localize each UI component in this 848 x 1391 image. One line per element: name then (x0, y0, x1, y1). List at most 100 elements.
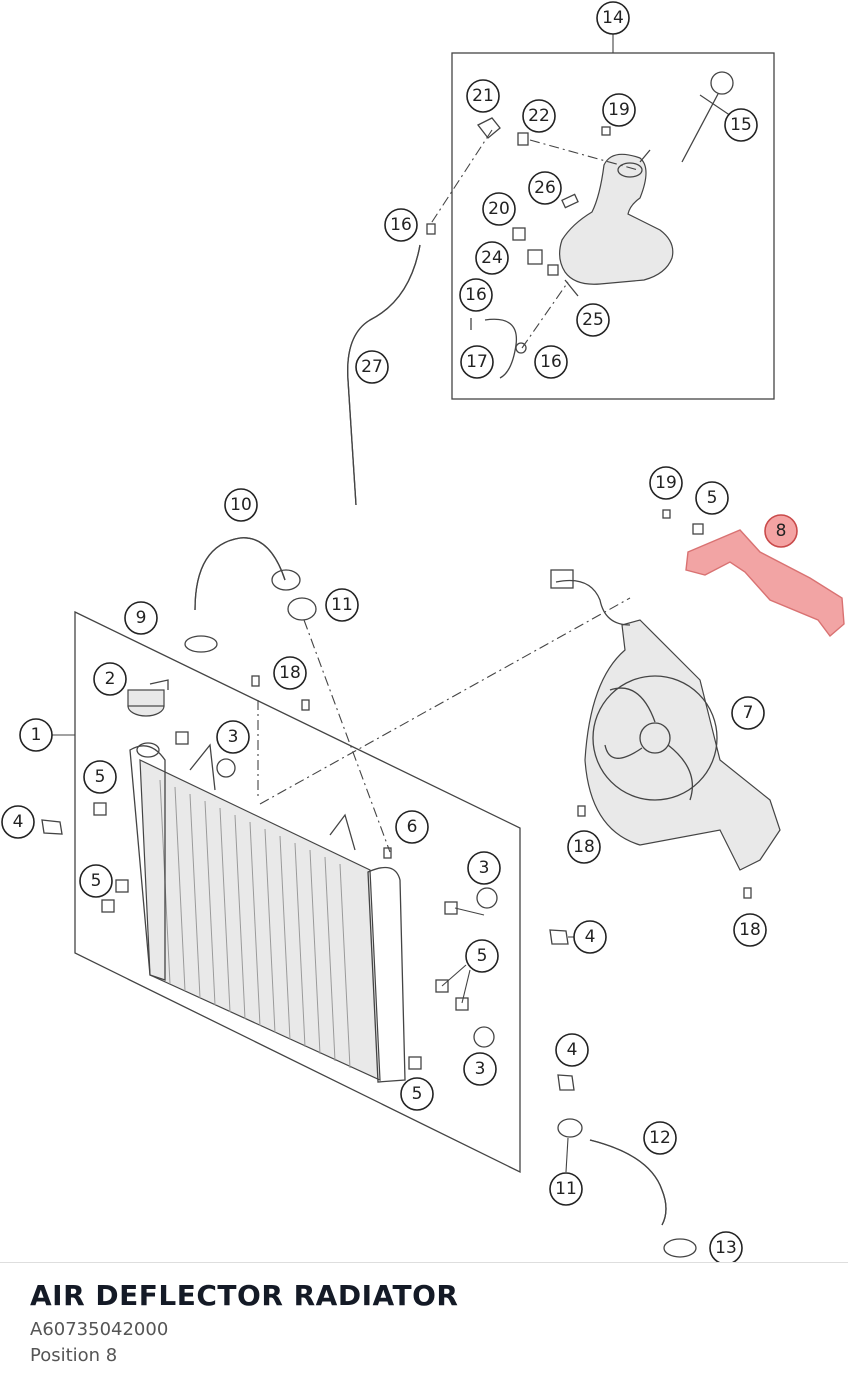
callout-number: 16 (540, 352, 562, 372)
callout-number: 5 (707, 488, 718, 508)
radiator-core (129, 742, 406, 1083)
callout-number: 18 (739, 920, 761, 940)
callout-number: 8 (776, 521, 787, 541)
lower-radiator-hose (557, 1118, 697, 1258)
callout-number: 27 (361, 357, 383, 377)
callout: 27 (355, 350, 389, 384)
callout: 22 (522, 99, 556, 133)
callout: 18 (733, 913, 767, 947)
callout-number: 4 (13, 812, 24, 832)
hose-clamp (184, 635, 218, 653)
overflow-hose (347, 223, 436, 506)
callout: 5 (695, 481, 729, 515)
callout: 11 (325, 588, 359, 622)
tank-fittings (470, 117, 611, 379)
callout: 18 (567, 830, 601, 864)
callout: 17 (460, 345, 494, 379)
callout: 24 (475, 241, 509, 275)
part-position: Position 8 (30, 1345, 118, 1366)
callout: 16 (459, 278, 493, 312)
callout: 5 (79, 864, 113, 898)
callout: 25 (576, 303, 610, 337)
callout-number: 4 (585, 927, 596, 947)
callout: 5 (83, 760, 117, 794)
callout-number: 11 (331, 595, 353, 615)
callout-number: 4 (567, 1040, 578, 1060)
callout: 3 (467, 851, 501, 885)
callout-number: 3 (228, 727, 239, 747)
callout-number: 17 (466, 352, 488, 372)
callout: 19 (602, 93, 636, 127)
part-info-panel: AIR DEFLECTOR RADIATOR A60735042000 Posi… (0, 1262, 848, 1391)
callout: 26 (528, 171, 562, 205)
callout: 14 (596, 1, 630, 35)
callout-number: 21 (472, 86, 494, 106)
expansion-tank (559, 149, 674, 285)
hose-clamp (287, 597, 317, 621)
callout-number: 26 (534, 178, 556, 198)
part-title: AIR DEFLECTOR RADIATOR (30, 1279, 459, 1312)
callout: 4 (573, 920, 607, 954)
callout: 4 (1, 805, 35, 839)
callout-number: 13 (715, 1238, 737, 1258)
callout-number: 25 (582, 310, 604, 330)
callout: 21 (466, 79, 500, 113)
upper-radiator-hose (194, 537, 301, 611)
callout: 3 (463, 1052, 497, 1086)
callout-number: 14 (602, 8, 624, 28)
callout: 9 (124, 601, 158, 635)
callout: 2 (93, 662, 127, 696)
callout: 13 (709, 1231, 743, 1262)
callout-number: 9 (136, 608, 147, 628)
tank-inset-frame (451, 32, 775, 400)
radiator-fan (550, 569, 781, 871)
callout-number: 18 (279, 663, 301, 683)
callout: 15 (724, 108, 758, 142)
callout-number: 3 (475, 1059, 486, 1079)
callout-number: 3 (479, 858, 490, 878)
callout-number: 15 (730, 115, 752, 135)
callout-number: 10 (230, 495, 252, 515)
part-number: A60735042000 (30, 1319, 169, 1340)
callout-number: 1 (31, 725, 42, 745)
callout-number: 7 (743, 703, 754, 723)
callout-number: 5 (477, 946, 488, 966)
callout-number: 24 (481, 248, 503, 268)
radiator-assembly-frame (52, 610, 521, 1174)
callout-number: 11 (555, 1179, 577, 1199)
callout: 7 (731, 696, 765, 730)
callout-number: 5 (91, 871, 102, 891)
callout: 1 (19, 718, 53, 752)
callout: 10 (224, 488, 258, 522)
callout: 11 (549, 1172, 583, 1206)
callout-number: 20 (488, 199, 510, 219)
callout: 16 (534, 345, 568, 379)
callout: 4 (555, 1033, 589, 1067)
callout-number: 18 (573, 837, 595, 857)
callout: 20 (482, 192, 516, 226)
callout: 19 (649, 466, 683, 500)
callout-number: 6 (407, 817, 418, 837)
callout: 16 (384, 208, 418, 242)
callout-number: 19 (608, 100, 630, 120)
callout-highlighted: 8 (764, 514, 798, 548)
callout-number: 16 (465, 285, 487, 305)
callout: 5 (400, 1077, 434, 1111)
callout: 18 (273, 656, 307, 690)
callout: 3 (216, 720, 250, 754)
callout-number: 16 (390, 215, 412, 235)
callout-number: 19 (655, 473, 677, 493)
callout-number: 12 (649, 1128, 671, 1148)
callout: 5 (465, 939, 499, 973)
callout-number: 5 (412, 1084, 423, 1104)
callout-number: 2 (105, 669, 116, 689)
callout-number: 22 (528, 106, 550, 126)
fasteners (41, 509, 752, 1091)
air-deflector-highlight (685, 529, 845, 638)
callout-number: 5 (95, 767, 106, 787)
callout: 6 (395, 810, 429, 844)
radiator-cap (127, 679, 169, 717)
callout: 12 (643, 1121, 677, 1155)
